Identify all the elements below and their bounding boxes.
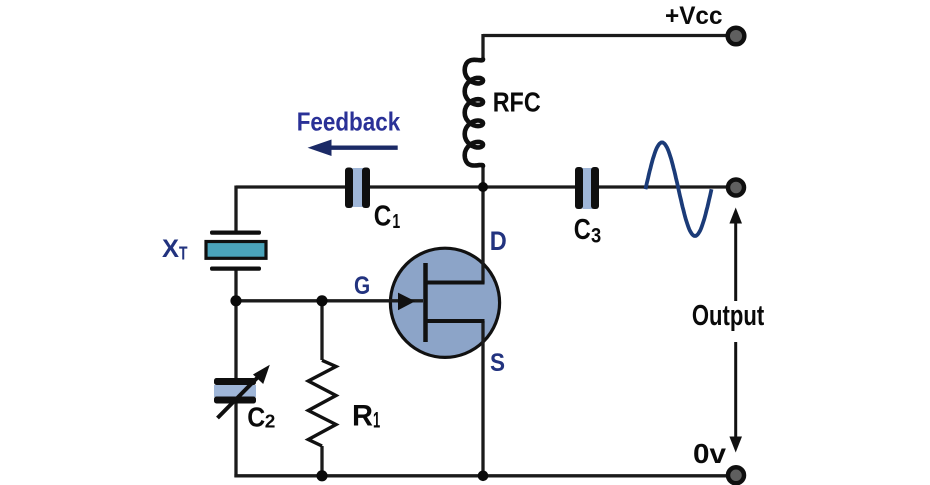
svg-text:1: 1	[373, 408, 380, 433]
svg-text:1: 1	[392, 211, 400, 233]
svg-text:Feedback: Feedback	[297, 107, 401, 137]
svg-text:T: T	[179, 244, 188, 264]
svg-text:0v: 0v	[693, 438, 727, 469]
svg-text:Output: Output	[692, 300, 765, 332]
svg-text:C: C	[247, 401, 265, 432]
svg-text:3: 3	[591, 224, 601, 248]
svg-text:C: C	[374, 201, 392, 233]
svg-text:G: G	[354, 273, 370, 300]
svg-text:2: 2	[265, 412, 276, 432]
svg-text:X: X	[162, 236, 180, 263]
svg-text:C: C	[574, 214, 591, 246]
svg-text:RFC: RFC	[493, 87, 541, 118]
svg-text:D: D	[490, 226, 507, 256]
svg-text:S: S	[490, 350, 505, 377]
svg-text:+Vcc: +Vcc	[665, 3, 723, 30]
svg-text:R: R	[352, 400, 373, 433]
